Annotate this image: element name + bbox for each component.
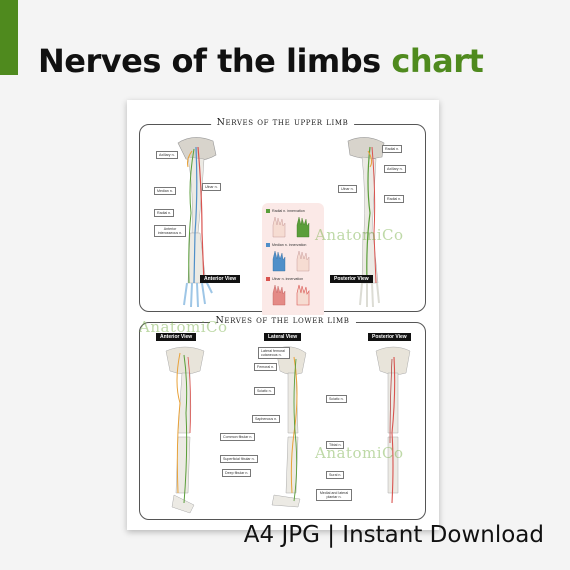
radial-innervation-label: Radial n. innervation xyxy=(266,209,305,214)
lower-label: Deep fibular n. xyxy=(222,469,252,477)
median-innervation-label: Median n. innervation xyxy=(266,243,306,248)
lower-lateral-view-tag: Lateral View xyxy=(264,333,302,341)
lower-label: Saphenous n. xyxy=(252,415,281,423)
anterior-label: Median n. xyxy=(154,187,176,195)
ulnar-hands-icon xyxy=(272,284,310,306)
upper-limb-title: Nerves of the upper limb xyxy=(210,117,355,128)
lower-limb-panel: Nerves of the lower limb Anterior View L… xyxy=(139,315,426,520)
ulnar-label: Ulnar n. xyxy=(202,183,221,191)
upper-limb-panel: Nerves of the upper limb Axillary n. Med… xyxy=(139,117,426,319)
lower-limb-title: Nerves of the lower limb xyxy=(209,315,356,326)
watermark: AnatomiCo xyxy=(315,226,404,244)
posterior-label: Radial n. xyxy=(382,145,403,153)
lower-right-label: Sural n. xyxy=(326,471,345,479)
posterior-label: Axillary n. xyxy=(384,165,406,173)
ulnar-label-posterior: Ulnar n. xyxy=(338,185,357,193)
watermark: AnatomiCo xyxy=(315,444,404,462)
headline-text: Nerves of the limbs xyxy=(38,42,381,80)
accent-bar xyxy=(0,0,18,75)
lower-label: Common fibular n. xyxy=(220,433,256,441)
headline: Nerves of the limbs chart xyxy=(38,42,484,80)
anterior-arm-illustration xyxy=(177,137,217,308)
lower-label: Superficial fibular n. xyxy=(220,455,258,463)
lower-right-label: Sciatic n. xyxy=(326,395,347,403)
poster-preview: Nerves of the upper limb Axillary n. Med… xyxy=(127,100,439,530)
upper-limb-title-text: Nerves of the upper limb xyxy=(216,117,349,128)
headline-accent: chart xyxy=(391,42,484,80)
anterior-label: Anterior interosseous n. xyxy=(154,225,186,237)
radial-hands-icon xyxy=(272,216,310,238)
lower-anterior-view-tag: Anterior View xyxy=(156,333,197,341)
median-hands-icon xyxy=(272,250,310,272)
posterior-label: Radial n. xyxy=(384,195,405,203)
watermark: AnatomiCo xyxy=(139,318,228,336)
lower-right-label: Tibial n. xyxy=(326,441,345,449)
anterior-label: Axillary n. xyxy=(156,151,178,159)
posterior-leg-illustration xyxy=(375,346,411,504)
posterior-arm-illustration xyxy=(347,137,385,308)
innervation-inset: Radial n. innervation Median n. innervat… xyxy=(262,203,324,319)
format-caption: A4 JPG | Instant Download xyxy=(243,522,544,548)
lower-label: Femoral n. xyxy=(254,363,278,371)
lower-label: Sciatic n. xyxy=(254,387,275,395)
posterior-view-tag: Posterior View xyxy=(330,275,373,283)
lower-label: Lateral femoral cutaneous n. xyxy=(258,347,290,359)
lower-limb-title-text: Nerves of the lower limb xyxy=(215,315,350,326)
ulnar-innervation-label: Ulnar n. innervation xyxy=(266,277,303,282)
anterior-view-tag: Anterior View xyxy=(200,275,241,283)
lower-right-label: Medial and lateral plantar n. xyxy=(316,489,352,501)
lower-posterior-view-tag: Posterior View xyxy=(368,333,411,341)
anterior-label: Radial n. xyxy=(154,209,175,217)
anterior-leg-illustration xyxy=(165,346,205,514)
